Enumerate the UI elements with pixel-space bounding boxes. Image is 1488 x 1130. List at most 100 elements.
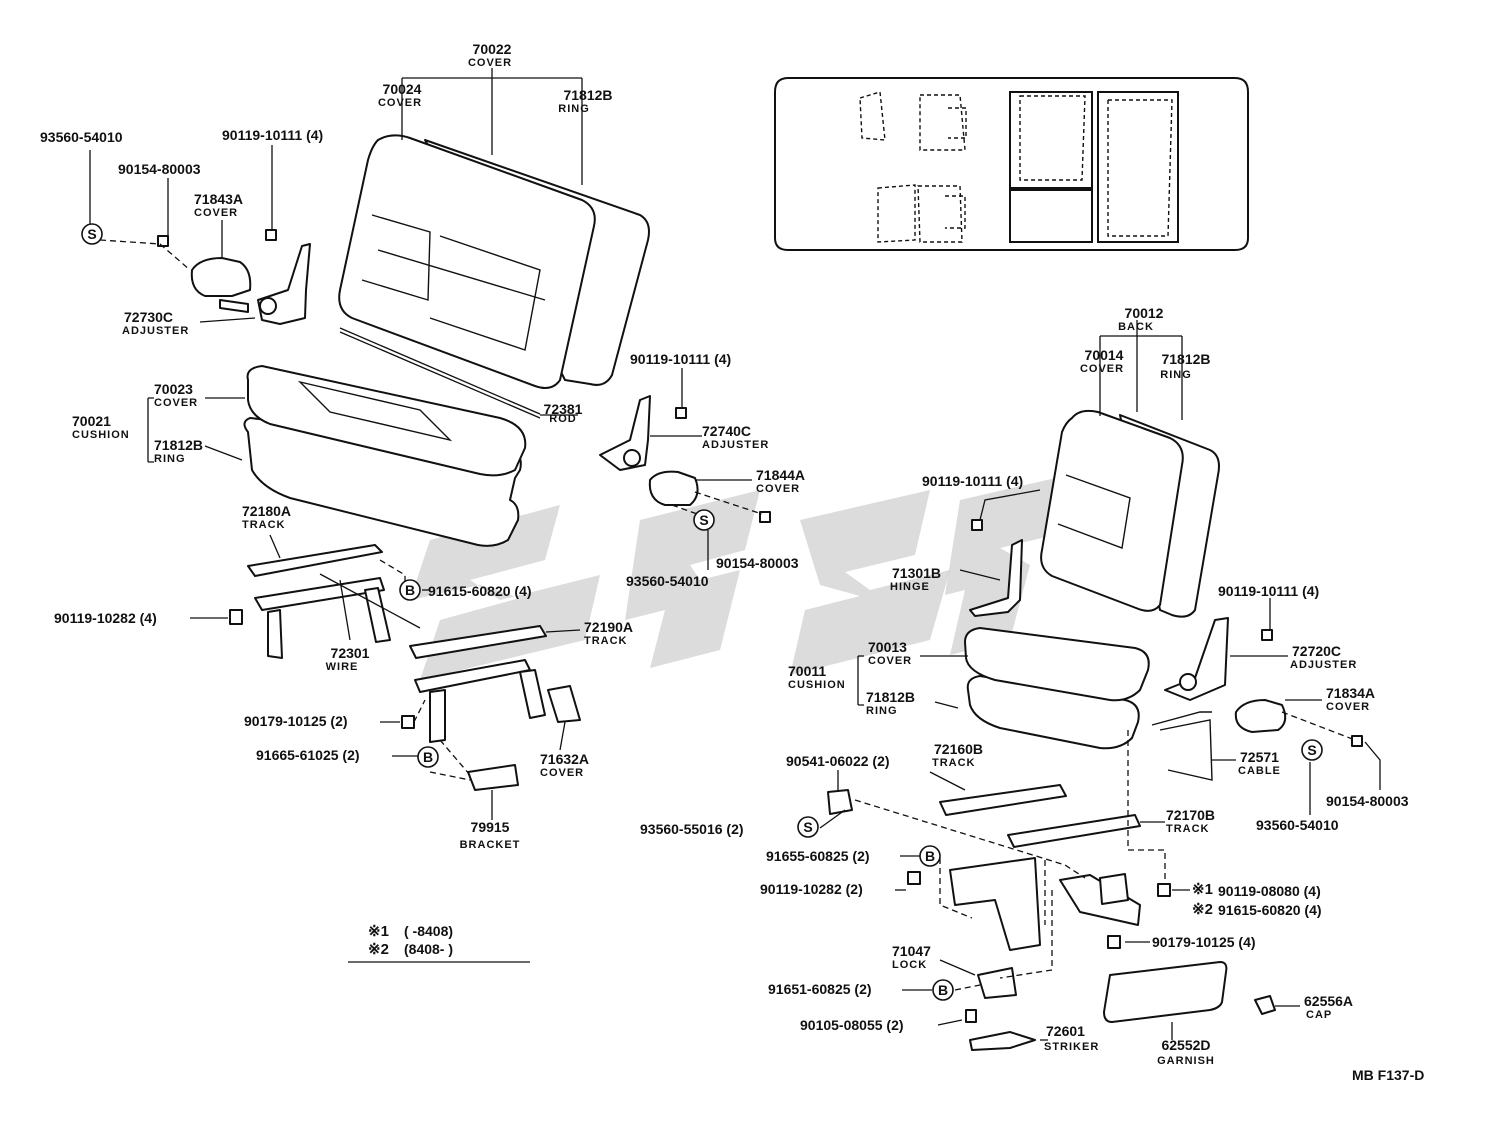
- part-number: 72301: [331, 645, 370, 661]
- part-number: 70012: [1125, 305, 1164, 321]
- part-number: 91615-60820 (4): [1218, 902, 1322, 918]
- left-recliner-assembly: [157, 229, 311, 325]
- part-number: 90179-10125 (4): [1152, 934, 1256, 950]
- part-number: 71812B: [154, 437, 203, 453]
- rod-72381-shape: [339, 331, 541, 419]
- front-seat-hinge-adjuster: [969, 519, 1363, 781]
- part-number: 90154-80003: [118, 161, 201, 177]
- footnote-mark-2: ※2: [368, 941, 389, 958]
- part-number: 71632A: [540, 751, 589, 767]
- vehicle-plan-inset: [774, 77, 1249, 251]
- part-number: 79915: [471, 819, 510, 835]
- part-number: 72720C: [1292, 643, 1341, 659]
- part-name: COVER: [868, 655, 912, 667]
- part-number: 70023: [154, 381, 193, 397]
- part-number: 72740C: [702, 423, 751, 439]
- part-number: 93560-54010: [1256, 817, 1339, 833]
- part-number: 71047: [892, 943, 931, 959]
- rear-seat-back: [338, 134, 650, 389]
- part-number: 91651-60825 (2): [768, 981, 872, 997]
- part-number: 71812B: [866, 689, 915, 705]
- part-name: TRACK: [584, 635, 628, 647]
- screw-marker: [797, 816, 819, 838]
- svg-text:B: B: [405, 582, 415, 598]
- part-name: COVER: [1326, 701, 1370, 713]
- rear-seat-cushion: [243, 365, 527, 547]
- front-seat-back: [1040, 409, 1220, 618]
- part-number: 71834A: [1326, 685, 1375, 701]
- part-name: COVER: [540, 767, 584, 779]
- part-name: TRACK: [932, 757, 976, 769]
- footnote-range-1: ( -8408): [404, 923, 453, 939]
- part-number: 93560-55016 (2): [640, 821, 744, 837]
- part-name: ADJUSTER: [122, 325, 189, 337]
- part-labels: 70022 COVER 70024 COVER 71812B RING 9356…: [40, 41, 1409, 1067]
- part-number: 72170B: [1166, 807, 1215, 823]
- part-number: 72160B: [934, 741, 983, 757]
- part-name: COVER: [756, 483, 800, 495]
- part-number: 90154-80003: [1326, 793, 1409, 809]
- bolt-marker: [919, 845, 941, 867]
- svg-text:B: B: [423, 749, 433, 765]
- bolt-marker: [417, 746, 439, 768]
- part-name: HINGE: [890, 581, 930, 593]
- footnote-range-2: (8408- ): [404, 941, 453, 957]
- center-recliner-assembly: [599, 395, 771, 523]
- part-number: 93560-54010: [40, 129, 123, 145]
- bolt-marker: [932, 979, 954, 1001]
- front-seat-garnish-cap: [1103, 961, 1276, 1023]
- part-name: COVER: [468, 57, 512, 69]
- part-name: ADJUSTER: [702, 439, 769, 451]
- part-number: 90119-10111 (4): [222, 127, 323, 143]
- part-number: 70021: [72, 413, 111, 429]
- part-name: COVER: [1080, 363, 1124, 375]
- part-number: 70024: [383, 81, 422, 97]
- part-name: RING: [558, 103, 590, 115]
- screw-marker: [693, 509, 715, 531]
- svg-text:B: B: [938, 982, 948, 998]
- part-name: CUSHION: [72, 429, 130, 441]
- part-number: 90119-10111 (4): [1218, 583, 1319, 599]
- part-name: TRACK: [242, 519, 286, 531]
- part-number: 90119-10111 (4): [630, 351, 731, 367]
- part-number: 62552D: [1161, 1037, 1210, 1053]
- marker-circles: S S B B S S B B: [81, 223, 1323, 1001]
- part-number: 90179-10125 (2): [244, 713, 348, 729]
- part-number: 70013: [868, 639, 907, 655]
- part-number: 72571: [1240, 749, 1279, 765]
- left-seat-tracks: [229, 544, 581, 791]
- part-name: RING: [866, 705, 898, 717]
- part-name: BACK: [1118, 321, 1154, 333]
- part-number: 90154-80003: [716, 555, 799, 571]
- svg-text:S: S: [1307, 742, 1316, 758]
- part-number: 72190A: [584, 619, 633, 635]
- svg-text:B: B: [925, 848, 935, 864]
- part-number: 91615-60820 (4): [428, 583, 532, 599]
- part-number: 90119-10282 (2): [760, 881, 863, 897]
- part-name: BRACKET: [460, 839, 521, 851]
- part-name: CABLE: [1238, 765, 1281, 777]
- range-mark: ※2: [1192, 901, 1213, 918]
- part-number: 90119-10111 (4): [922, 473, 1023, 489]
- drawing-code: MB F137-D: [1352, 1067, 1424, 1083]
- part-number: 90119-08080 (4): [1218, 883, 1321, 899]
- part-number: 91655-60825 (2): [766, 848, 870, 864]
- part-number: 90105-08055 (2): [800, 1017, 904, 1033]
- front-seat-tracks: [827, 784, 1171, 1051]
- part-name: RING: [1160, 369, 1192, 381]
- part-number: 71844A: [756, 467, 805, 483]
- part-number: 71843A: [194, 191, 243, 207]
- screw-marker: [81, 223, 103, 245]
- part-name: CAP: [1306, 1009, 1332, 1021]
- footnote-mark-1: ※1: [368, 923, 389, 940]
- part-name: COVER: [194, 207, 238, 219]
- part-name: COVER: [154, 397, 198, 409]
- applicability-footnote: ※1 ( -8408) ※2 (8408- ): [348, 923, 530, 963]
- part-number: 71812B: [563, 87, 612, 103]
- part-name: ROD: [549, 413, 576, 425]
- part-number: 72180A: [242, 503, 291, 519]
- svg-text:S: S: [699, 512, 708, 528]
- part-number: 71301B: [892, 565, 941, 581]
- part-name: GARNISH: [1157, 1055, 1215, 1067]
